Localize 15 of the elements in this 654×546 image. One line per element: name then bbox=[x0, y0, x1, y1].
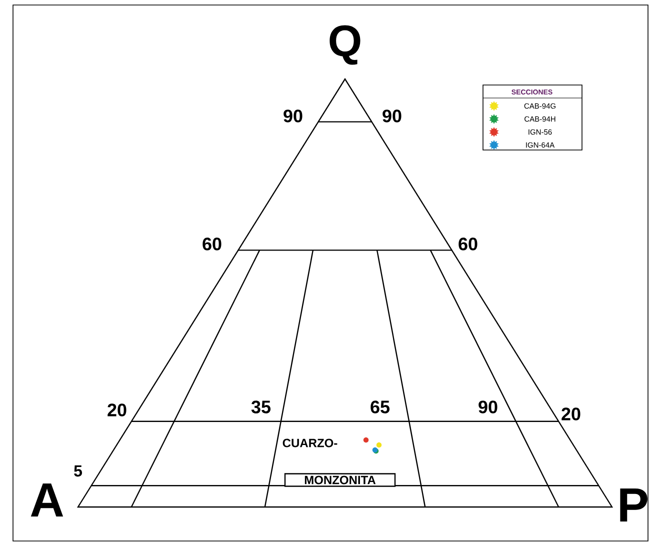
scale-value: 20 bbox=[562, 408, 580, 420]
vertex-label: A bbox=[30, 483, 64, 516]
field-box: MONZONITA bbox=[284, 473, 396, 487]
scale-value: 60 bbox=[202, 238, 222, 250]
field-label: CUARZO- bbox=[282, 438, 338, 448]
scale-value: 90 bbox=[382, 110, 402, 122]
scale-value: 90 bbox=[478, 400, 498, 414]
scale-value: 65 bbox=[370, 400, 390, 414]
scale-value: 5 bbox=[74, 465, 82, 477]
scale-value: 20 bbox=[108, 404, 126, 416]
vertex-label: P bbox=[620, 488, 648, 522]
scale-value: 35 bbox=[251, 400, 271, 414]
scale-value: 90 bbox=[284, 110, 302, 122]
vertex-label: Q bbox=[330, 25, 360, 65]
scale-value: 60 bbox=[458, 238, 478, 250]
